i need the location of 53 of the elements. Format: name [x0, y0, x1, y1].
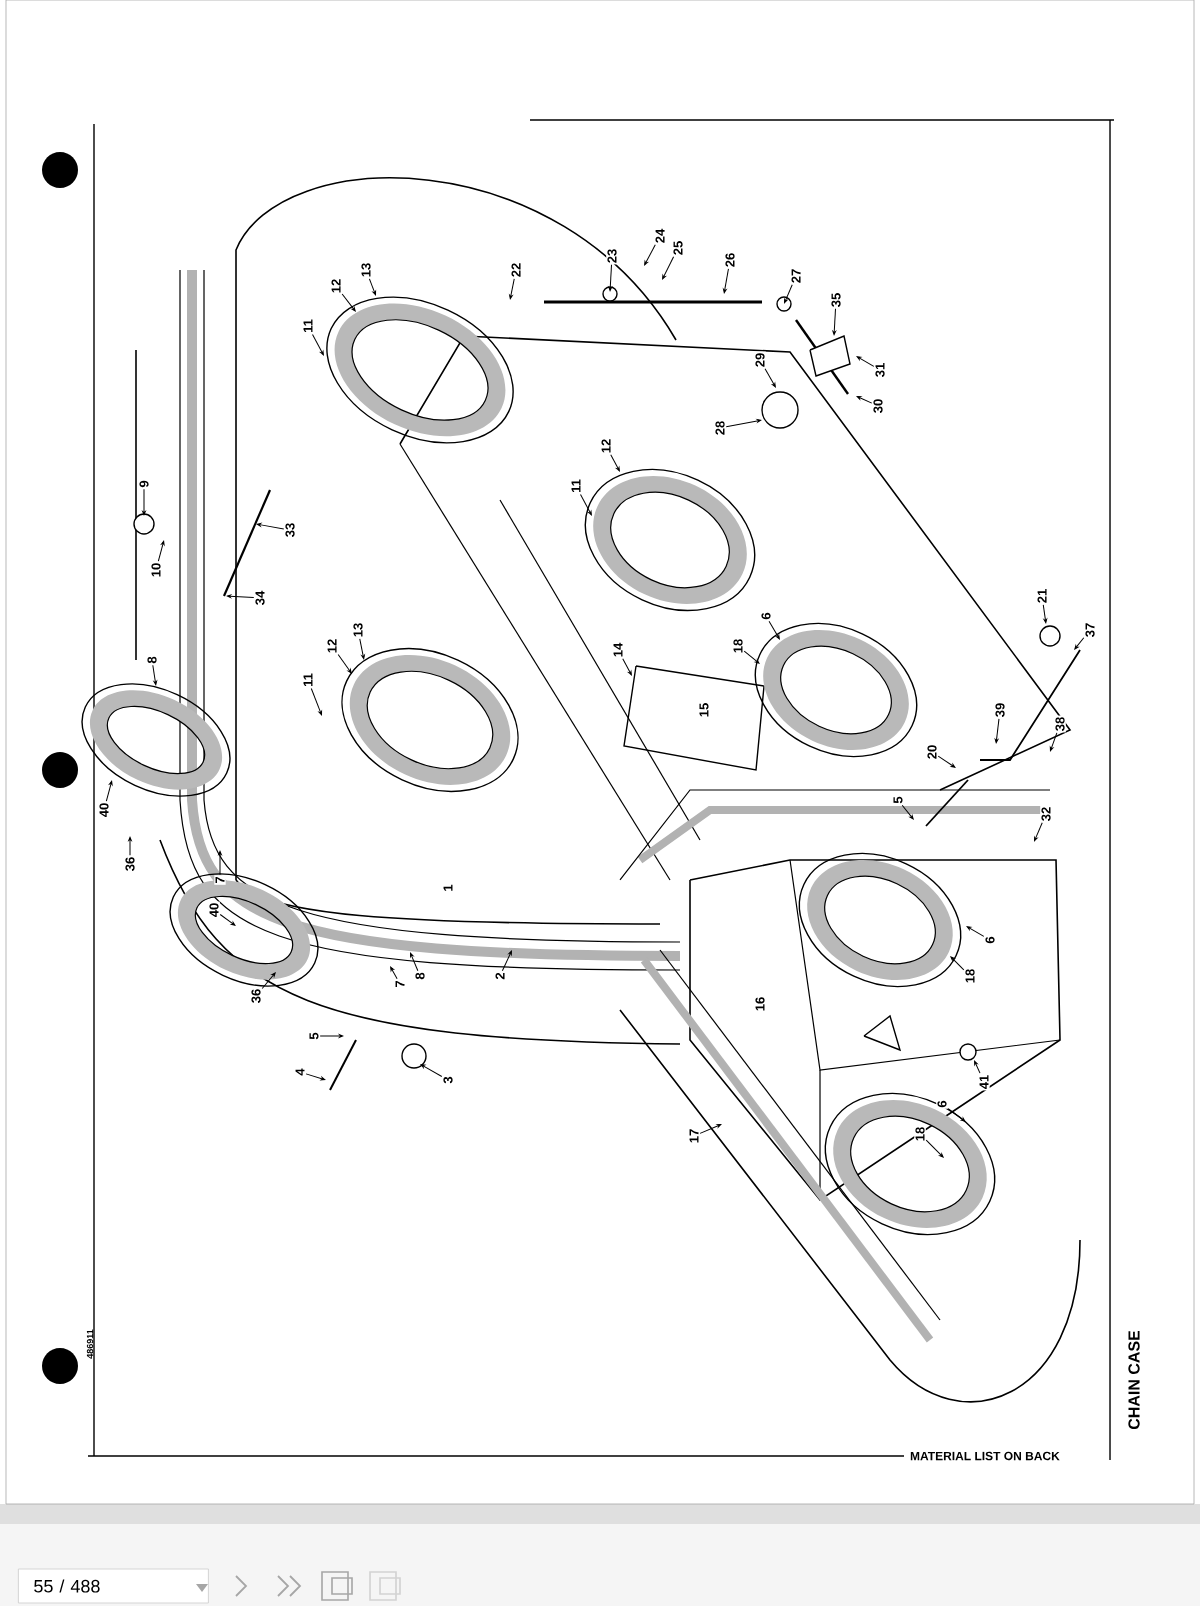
leader-line	[743, 650, 760, 664]
leader-line	[256, 523, 285, 530]
leader-line	[128, 836, 132, 856]
leader-line	[610, 454, 620, 472]
leader-line	[410, 952, 419, 972]
leader-line	[901, 804, 914, 820]
leader-line	[832, 308, 836, 336]
leader-line	[1049, 732, 1058, 752]
leader-line	[622, 658, 632, 676]
leader-line	[947, 1108, 966, 1122]
leader-line	[142, 488, 146, 516]
leader-line	[1042, 604, 1048, 624]
leader-line	[157, 540, 165, 562]
leader-line	[261, 972, 276, 990]
leader-line	[501, 950, 512, 972]
leader-line	[856, 356, 875, 367]
leader-line	[764, 368, 776, 388]
leader-line	[950, 956, 965, 971]
leader-line	[319, 1034, 344, 1038]
leader-line	[937, 755, 956, 768]
leader-line	[420, 1064, 443, 1077]
leader-line	[368, 278, 377, 296]
leader-line	[341, 293, 356, 312]
leader-line	[359, 638, 365, 660]
leader-line	[966, 926, 985, 937]
leader-line	[725, 419, 762, 428]
leader-line	[105, 780, 113, 802]
leader-line	[723, 268, 729, 294]
leader-line	[974, 1060, 981, 1074]
leader-line	[784, 284, 793, 304]
leader-line	[152, 664, 158, 686]
leader-line	[580, 493, 592, 516]
leader-line	[305, 1073, 326, 1081]
sheet-title: CHAIN CASE	[1128, 1330, 1140, 1430]
leader-line	[699, 1124, 722, 1134]
leader-line	[310, 687, 323, 716]
leader-line	[994, 718, 1000, 744]
leader-line	[662, 256, 675, 280]
leader-line	[768, 620, 780, 640]
leader-line	[390, 966, 398, 980]
leader-line	[218, 850, 222, 876]
leader-line	[1074, 637, 1085, 650]
leader-line	[1034, 822, 1043, 842]
leader-line	[856, 396, 873, 404]
leader-line	[509, 278, 515, 300]
leader-line	[312, 333, 324, 356]
leader-line	[608, 264, 612, 292]
leader-line	[925, 1139, 944, 1158]
leader-line	[337, 654, 352, 674]
leader-line	[226, 594, 255, 599]
leader-line	[219, 914, 236, 926]
leader-line	[644, 244, 656, 266]
page-number-field: 55 / 488	[18, 1568, 209, 1604]
